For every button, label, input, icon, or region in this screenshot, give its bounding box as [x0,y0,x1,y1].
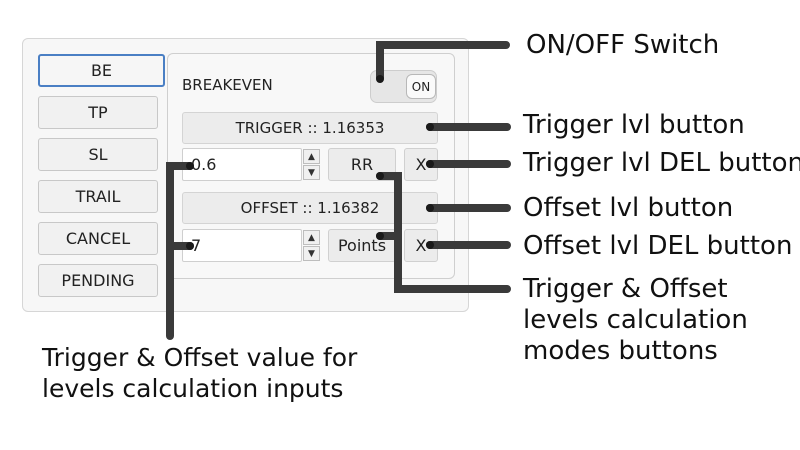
callout-trigger-del: Trigger lvl DEL button [523,148,800,178]
tab-sl[interactable]: SL [38,138,158,171]
callout-modes-line3: modes buttons [523,336,718,366]
offset-delete-button[interactable]: X [404,229,438,262]
offset-mode-button[interactable]: Points [328,229,396,262]
stepper-down-icon[interactable]: ▼ [303,165,320,180]
stepper-up-icon[interactable]: ▲ [303,149,320,164]
callout-switch: ON/OFF Switch [526,30,720,60]
callout-inputs-line2: levels calculation inputs [42,374,344,403]
callout-offset-lvl: Offset lvl button [523,193,734,223]
offset-level-button[interactable]: OFFSET :: 1.16382 [182,192,438,224]
callout-inputs-line1: Trigger & Offset value for [42,343,358,372]
trigger-level-button[interactable]: TRIGGER :: 1.16353 [182,112,438,144]
stepper-up-icon[interactable]: ▲ [303,230,320,245]
stepper-down-icon[interactable]: ▼ [303,246,320,261]
callout-modes-line2: levels calculation [523,305,748,335]
callout-trigger-lvl: Trigger lvl button [523,110,745,140]
breakeven-title: BREAKEVEN [182,76,273,94]
tab-cancel[interactable]: CANCEL [38,222,158,255]
tab-pending[interactable]: PENDING [38,264,158,297]
tab-trail[interactable]: TRAIL [38,180,158,213]
offset-value-stepper[interactable]: ▲ ▼ [303,229,320,262]
trigger-value-stepper[interactable]: ▲ ▼ [303,148,320,181]
tab-be[interactable]: BE [38,54,165,87]
trigger-mode-button[interactable]: RR [328,148,396,181]
trigger-value-input[interactable]: 0.6 [182,148,302,181]
tab-tp[interactable]: TP [38,96,158,129]
offset-value-input[interactable]: 7 [182,229,302,262]
callout-offset-del: Offset lvl DEL button [523,231,793,261]
on-off-switch-knob[interactable]: ON [406,74,436,99]
callout-modes-line1: Trigger & Offset [523,274,728,304]
trigger-delete-button[interactable]: X [404,148,438,181]
